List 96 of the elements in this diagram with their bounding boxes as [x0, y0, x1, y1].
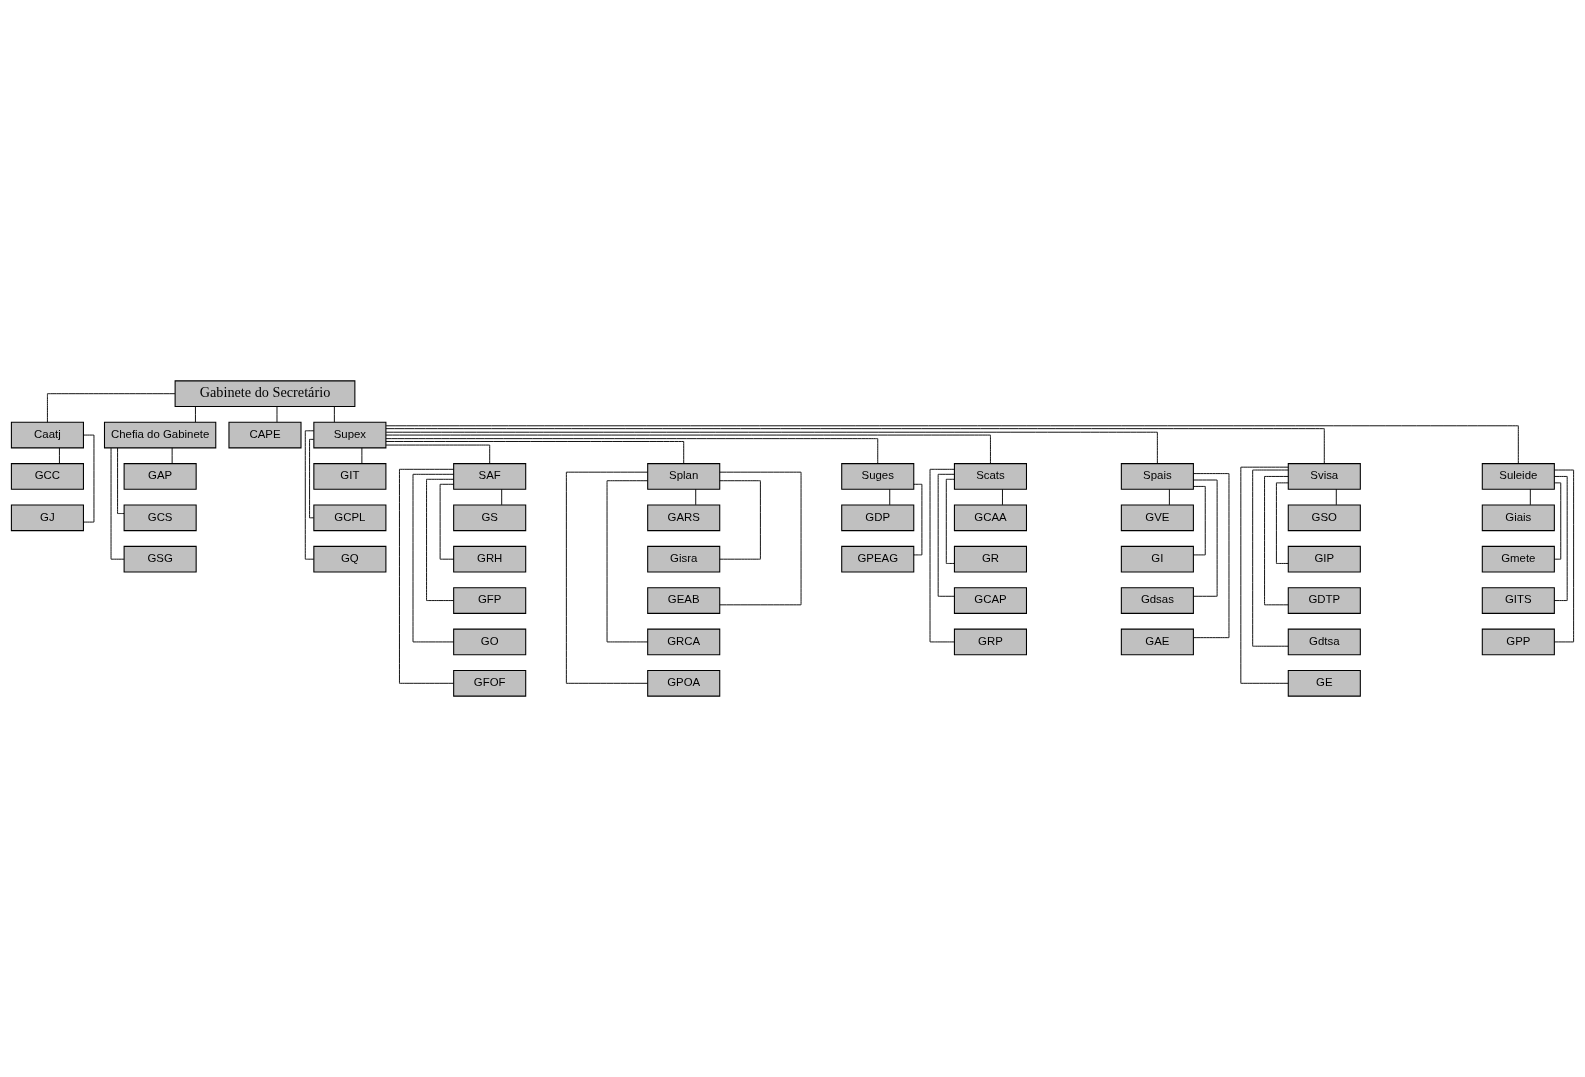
- connector: [83, 434, 95, 523]
- connector: [1193, 473, 1230, 639]
- node-box: Giais: [1481, 504, 1555, 532]
- node-box: GCPL: [313, 504, 387, 532]
- node-box: Gisra: [647, 545, 721, 573]
- connector: [385, 428, 1325, 464]
- connector: [58, 447, 60, 464]
- connector: [1192, 485, 1206, 556]
- node-box: GS: [453, 504, 527, 532]
- node-box: CAPE: [228, 421, 302, 449]
- node-box: GIT: [313, 463, 387, 490]
- connector: [46, 393, 176, 423]
- node-box: Caatj: [10, 421, 84, 449]
- node-box: GITS: [1481, 587, 1555, 614]
- connector: [399, 468, 454, 684]
- node-box: GVE: [1120, 504, 1194, 532]
- node-box: GE: [1287, 669, 1361, 697]
- node-box: GCC: [10, 463, 84, 490]
- node-box: GSO: [1287, 504, 1361, 532]
- connector: [1168, 488, 1170, 506]
- node-box: GSG: [123, 545, 197, 573]
- connector: [385, 431, 1158, 464]
- node-box: GI: [1120, 545, 1194, 573]
- connector: [695, 488, 697, 506]
- node-box: GQ: [313, 545, 387, 573]
- connector: [385, 434, 991, 465]
- connector: [929, 468, 955, 643]
- connector: [385, 441, 685, 464]
- connector: [439, 483, 455, 560]
- node-box: Supex: [313, 421, 387, 449]
- node-box: GAE: [1120, 628, 1194, 656]
- connector: [501, 488, 503, 506]
- connector: [937, 473, 955, 597]
- node-box: GJ: [10, 504, 84, 532]
- connector: [412, 473, 455, 643]
- connector: [171, 447, 173, 464]
- connector: [719, 480, 761, 560]
- connector: [1193, 479, 1218, 597]
- node-box: GCAP: [953, 587, 1027, 614]
- node-box: Suges: [841, 463, 915, 490]
- node-box: Svisa: [1287, 463, 1361, 490]
- node-box: GARS: [647, 504, 721, 532]
- node-box: GDP: [841, 504, 915, 532]
- node-box: GDTP: [1287, 587, 1361, 614]
- connector: [1529, 488, 1531, 506]
- connector: [945, 478, 955, 564]
- connector: [333, 406, 335, 423]
- connector: [1554, 482, 1562, 560]
- connector: [1264, 475, 1289, 606]
- connector: [1553, 475, 1568, 602]
- connector: [117, 447, 125, 514]
- connector: [194, 406, 196, 423]
- node-box: GRP: [953, 628, 1027, 656]
- connector: [361, 447, 363, 464]
- connector: [309, 438, 315, 519]
- connector: [385, 425, 1519, 464]
- node-box: GRH: [453, 545, 527, 573]
- connector: [385, 444, 491, 464]
- node-box: Gmete: [1481, 545, 1555, 573]
- node-box: GR: [953, 545, 1027, 573]
- node-box: GCAA: [953, 504, 1027, 532]
- node-box: GAP: [123, 463, 197, 490]
- node-box: GEAB: [647, 587, 721, 614]
- connector: [606, 480, 649, 643]
- node-box: Splan: [647, 463, 721, 490]
- node-box: Gdsas: [1120, 587, 1194, 614]
- node-box: Suleide: [1481, 463, 1555, 490]
- node-box: GIP: [1287, 545, 1361, 573]
- connector: [426, 478, 454, 602]
- connector: [889, 488, 891, 506]
- connector: [276, 406, 278, 423]
- node-box: GCS: [123, 504, 197, 532]
- connector: [1240, 466, 1289, 684]
- node-box: Gdtsa: [1287, 628, 1361, 656]
- node-box: Spais: [1120, 463, 1194, 490]
- connector: [1252, 469, 1289, 647]
- node-box: SAF: [453, 463, 527, 490]
- node-box: Chefia do Gabinete: [103, 421, 217, 449]
- connector: [1275, 482, 1289, 564]
- connector: [1002, 488, 1003, 506]
- node-box: GFP: [453, 587, 527, 614]
- node-box: Gabinete do Secretário: [174, 380, 356, 408]
- connector: [565, 471, 648, 684]
- connector: [1335, 488, 1337, 506]
- node-box: GRCA: [647, 628, 721, 656]
- connector: [385, 438, 879, 464]
- node-box: GPEAG: [841, 545, 915, 573]
- connector: [719, 471, 802, 606]
- node-box: Scats: [953, 463, 1027, 490]
- connector: [110, 447, 125, 560]
- node-box: GPP: [1481, 628, 1555, 656]
- connector: [913, 483, 923, 556]
- node-box: GPOA: [647, 669, 721, 697]
- node-box: GO: [453, 628, 527, 656]
- node-box: GFOF: [453, 669, 527, 697]
- connector: [304, 430, 315, 560]
